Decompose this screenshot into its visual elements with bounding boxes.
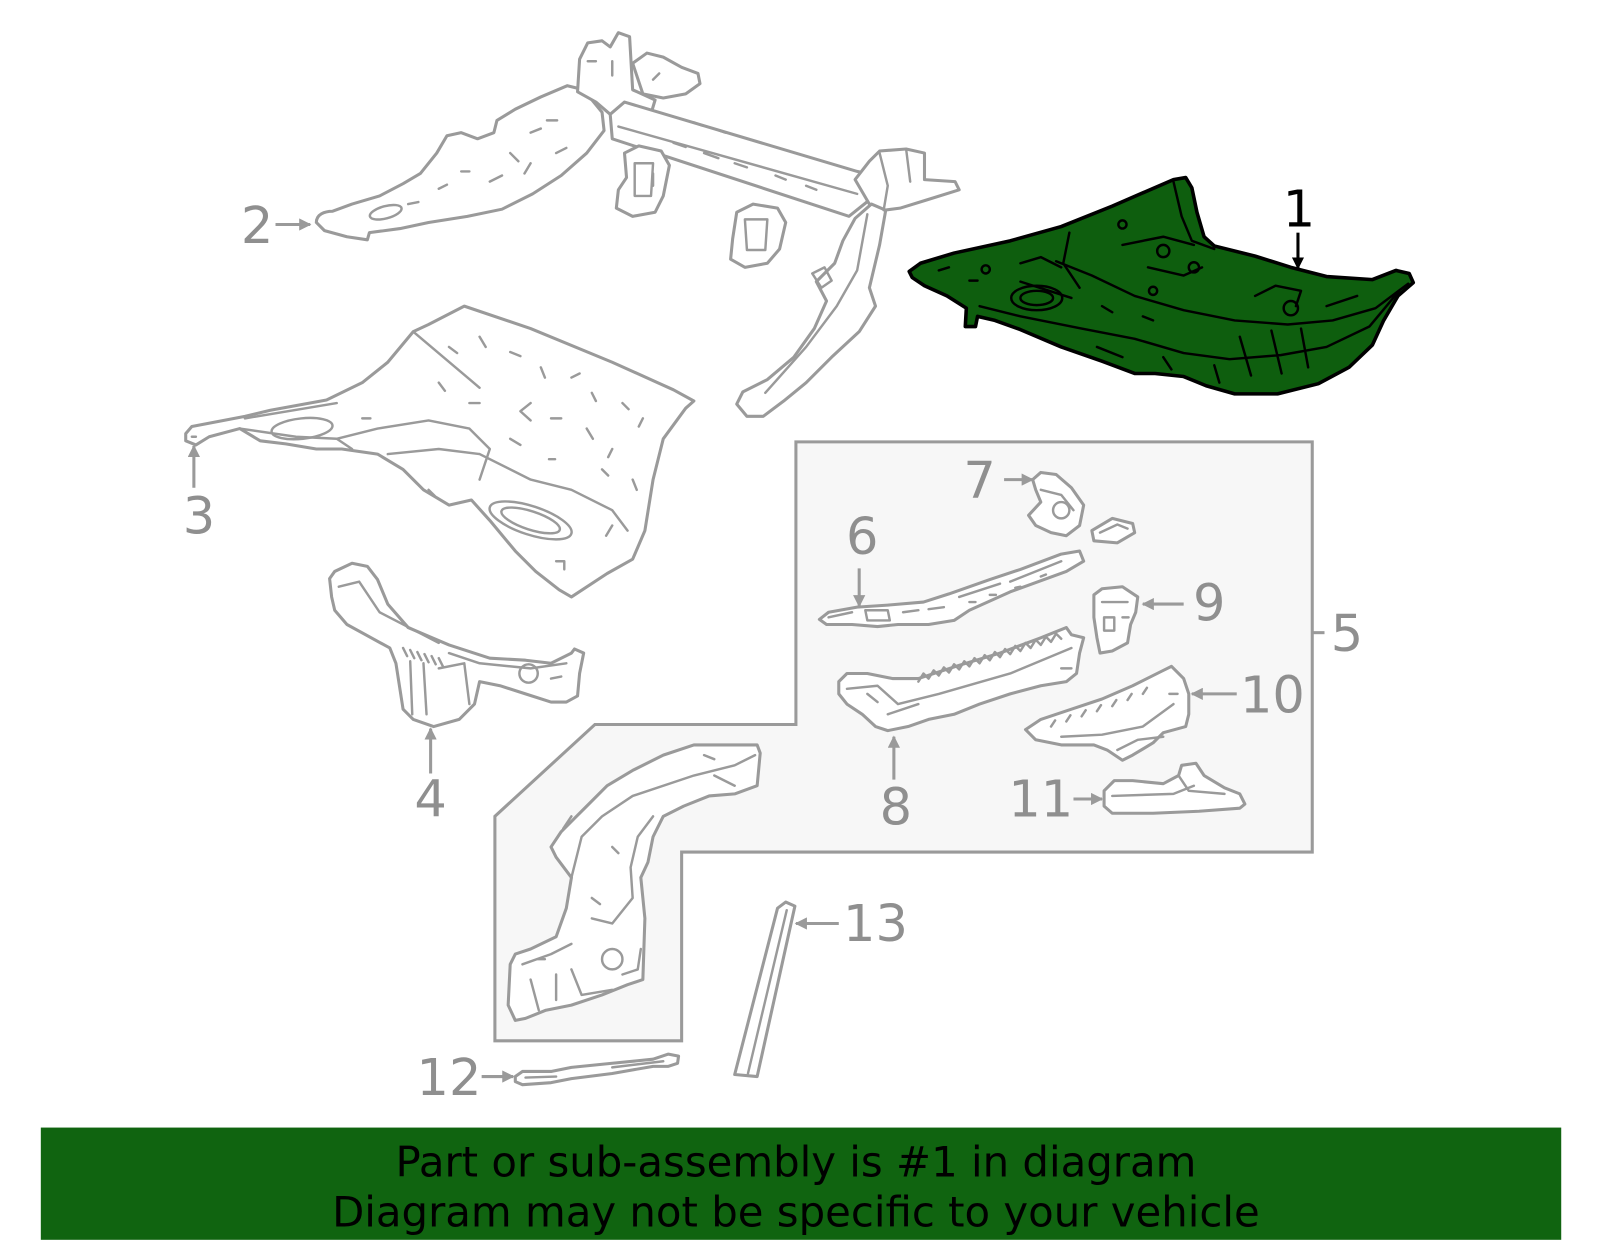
callout-label-10: 10: [1240, 666, 1305, 725]
callout-label-8: 8: [880, 779, 912, 838]
callout-label-12: 12: [417, 1049, 482, 1108]
side-rail-detail-lines: [521, 753, 757, 1012]
part-2-leg: [735, 202, 888, 418]
part-3-floor-panel: [184, 304, 696, 599]
part-13-outline: [733, 900, 797, 1079]
part-8-detail-lines: [845, 632, 1073, 716]
part-6-outline: [817, 549, 1086, 629]
part-11-outline: [1102, 761, 1247, 815]
info-banner: Part or sub-assembly is #1 in diagram Di…: [40, 1127, 1562, 1240]
part-13-detail-lines: [746, 908, 788, 1075]
part-1-spare-well-inner: [1019, 289, 1055, 307]
callout-label-4: 4: [414, 770, 446, 829]
part-3-hole-right-inner: [500, 506, 562, 535]
part-3-hole-left: [270, 416, 334, 441]
side-rail-hole: [600, 947, 624, 971]
part-5-side-rail: [506, 743, 762, 1022]
part-1-hole: [1282, 299, 1300, 317]
part-1-hole: [980, 264, 992, 275]
part-6-rail: [817, 549, 1086, 629]
callout-label-7: 7: [963, 452, 995, 511]
info-banner-background: [40, 1127, 1562, 1240]
info-banner-line-1: Part or sub-assembly is #1 in diagram: [395, 1138, 1196, 1187]
part-1-hole: [1147, 285, 1159, 297]
part-7-clip: [1090, 516, 1137, 545]
callout-label-3: 3: [183, 488, 215, 547]
part-4-outline: [328, 561, 586, 729]
callout-label-9: 9: [1193, 574, 1225, 633]
side-rail-outline: [506, 743, 762, 1022]
part-7-hole: [1051, 500, 1071, 520]
part-10-panel: [1023, 664, 1191, 762]
callout-label-5: 5: [1331, 605, 1363, 664]
part-4-bracket: [328, 561, 586, 729]
part-2-tower-bracket: [631, 51, 702, 100]
part-1-hole: [1117, 219, 1128, 230]
part-12-outline: [513, 1052, 681, 1087]
part-8-rail: [837, 626, 1086, 733]
part-1-hole: [1155, 243, 1171, 259]
part-6-detail-lines: [827, 560, 1063, 622]
part-1-highlighted-floor-pan: [907, 175, 1416, 396]
part-2-hanger-bracket-right: [729, 202, 788, 269]
callout-label-1: 1: [1283, 181, 1315, 240]
part-10-detail-lines: [1049, 686, 1179, 752]
part-13-bar: [733, 900, 797, 1079]
part-12-rod: [513, 1052, 681, 1087]
part-2-hanger-bracket-left: [614, 144, 671, 218]
part-7-detail-lines: [1039, 488, 1129, 534]
part-12-detail-lines: [524, 1060, 665, 1079]
callout-label-6: 6: [846, 508, 878, 567]
part-11-bracket: [1102, 761, 1247, 815]
callout-label-13: 13: [843, 895, 908, 954]
part-9-bracket: [1092, 585, 1140, 655]
part-11-detail-lines: [1111, 774, 1226, 798]
part-1-outline: [907, 175, 1416, 396]
part-2-rear-frame: [314, 31, 961, 418]
part-3-outline: [184, 304, 696, 599]
callout-label-2: 2: [241, 197, 273, 256]
part-2-detail-lines: [406, 60, 912, 395]
part-5-group: [493, 440, 1314, 1043]
part-2-hole: [368, 203, 403, 221]
part-2-side-plate: [314, 84, 606, 242]
part-3-detail-lines: [190, 330, 645, 571]
part-9-outline: [1092, 585, 1140, 655]
part-7-bracket: [1027, 470, 1137, 545]
info-banner-line-2: Diagram may not be specific to your vehi…: [332, 1188, 1260, 1237]
part-1-detail-lines: [937, 180, 1410, 384]
part-9-detail-lines: [1100, 600, 1130, 632]
callout-label-11: 11: [1008, 770, 1073, 829]
part-4-detail-lines: [337, 580, 568, 716]
